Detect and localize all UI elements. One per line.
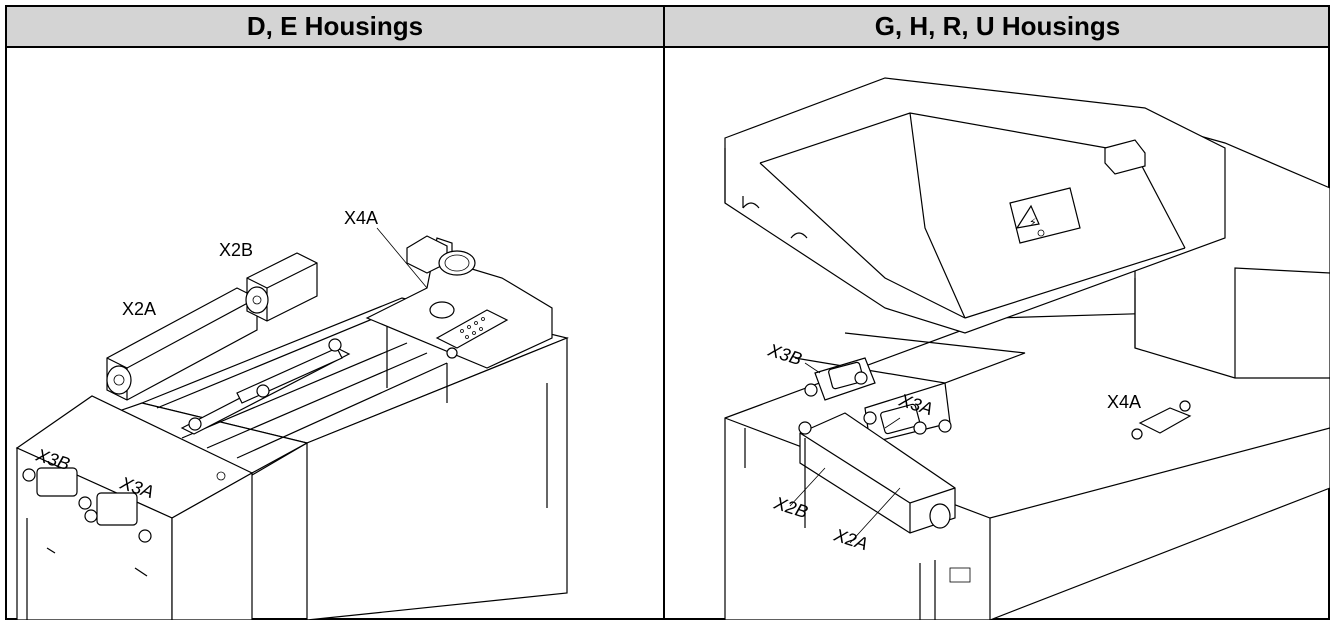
left-label-x4a: X4A xyxy=(344,208,378,228)
right-x3a-connector xyxy=(863,382,952,444)
left-label-x2b: X2B xyxy=(219,240,253,260)
column-divider xyxy=(663,7,665,618)
right-x3b-connector xyxy=(804,357,876,401)
right-label-x4a: X4A xyxy=(1107,392,1141,412)
header-right-title: G, H, R, U Housings xyxy=(874,11,1121,41)
left-label-x2a: X2A xyxy=(122,299,156,319)
svg-text:⚡: ⚡ xyxy=(1029,216,1037,229)
right-x2-terminal xyxy=(798,412,956,534)
diagram-frame: D, E Housings G, H, R, U Housings xyxy=(5,5,1330,620)
header-row: D, E Housings G, H, R, U Housings xyxy=(7,7,1328,48)
header-left-title: D, E Housings xyxy=(246,11,424,41)
warning-triangle-icon xyxy=(1015,204,1040,229)
left-x2b-terminal xyxy=(245,252,318,322)
right-x4a-connector xyxy=(1131,400,1192,440)
left-x2a-terminal xyxy=(106,287,258,401)
right-housing-drawing: ⚡ xyxy=(724,77,1330,620)
left-housing-body xyxy=(15,235,569,620)
left-x4a-connector xyxy=(460,317,485,339)
right-housing-body: ⚡ xyxy=(724,77,1330,620)
left-housing-drawing: X4A X2B X2A X3B X3A xyxy=(15,208,569,620)
warning-label xyxy=(1009,187,1081,244)
right-label-x3b: X3B xyxy=(765,339,804,369)
